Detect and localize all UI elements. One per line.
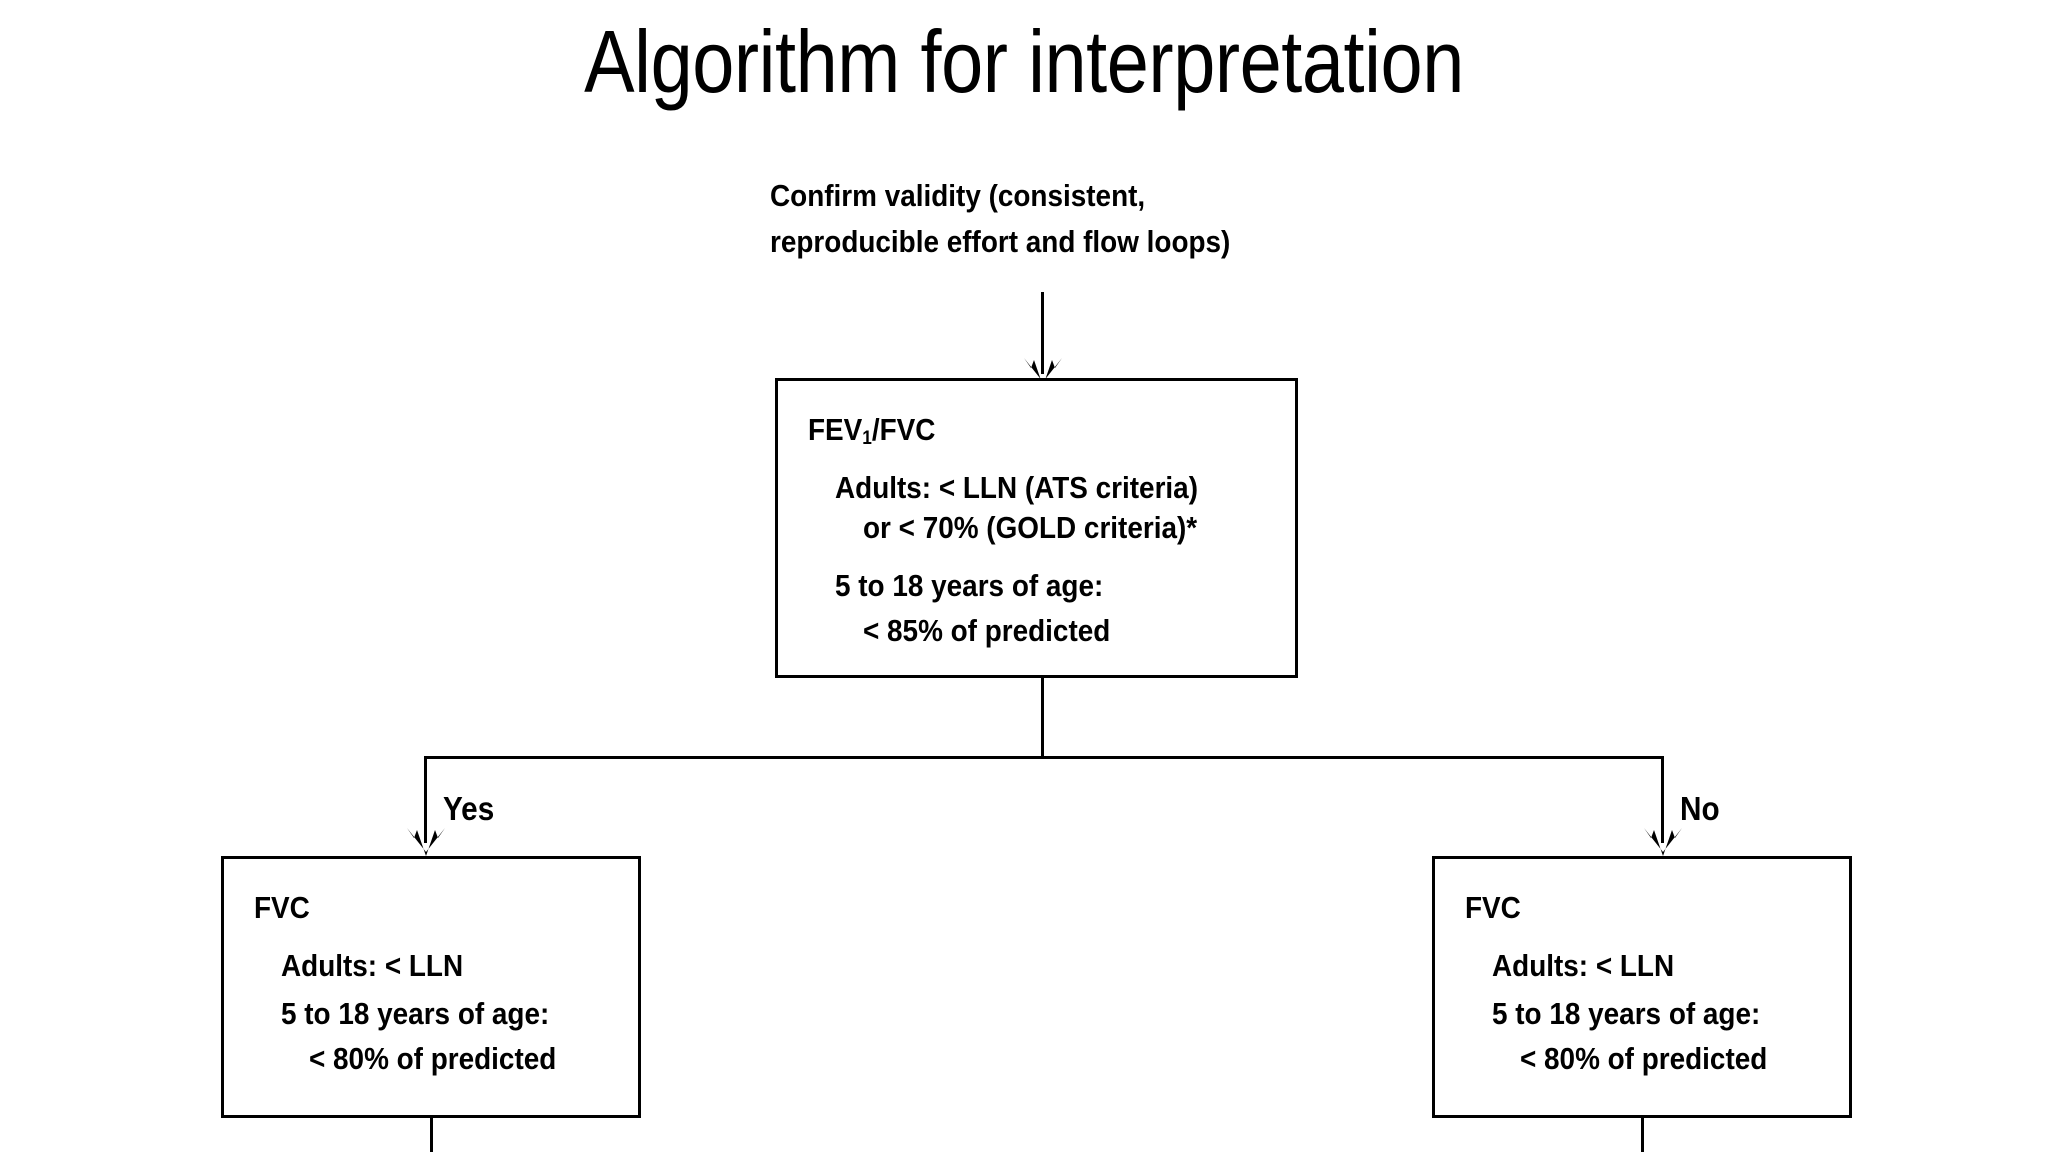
- intro-line-2: reproducible effort and flow loops): [770, 224, 1231, 259]
- decision-box-fev1-fvc: FEV1/FVC Adults: < LLN (ATS criteria) or…: [775, 378, 1298, 678]
- connector-right-box-down: [1641, 1118, 1644, 1152]
- decision-box-heading-subscript: 1: [862, 428, 872, 450]
- edge-label-yes: Yes: [443, 790, 495, 827]
- outcome-box-left-fvc: FVC Adults: < LLN 5 to 18 years of age: …: [221, 856, 641, 1118]
- connector-decision-stem: [1041, 678, 1044, 758]
- right-box-line-2: 5 to 18 years of age:: [1492, 996, 1761, 1031]
- edge-label-no: No: [1680, 790, 1720, 827]
- left-box-line-3: < 80% of predicted: [309, 1041, 557, 1076]
- right-box-line-3: < 80% of predicted: [1520, 1041, 1768, 1076]
- left-box-line-2: 5 to 18 years of age:: [281, 996, 550, 1031]
- right-box-heading: FVC: [1465, 890, 1521, 925]
- connector-intro-to-decision: [1041, 292, 1044, 374]
- connector-left-box-down: [430, 1118, 433, 1152]
- decision-box-line-1: Adults: < LLN (ATS criteria): [835, 470, 1198, 505]
- connector-yes-branch: [424, 756, 427, 843]
- page-title: Algorithm for interpretation: [584, 12, 1464, 111]
- left-box-line-1: Adults: < LLN: [281, 948, 464, 983]
- intro-text-block: Confirm validity (consistent, reproducib…: [770, 180, 1370, 272]
- decision-box-line-4: < 85% of predicted: [863, 613, 1111, 648]
- decision-box-heading: FEV1/FVC: [808, 412, 936, 450]
- decision-box-line-3: 5 to 18 years of age:: [835, 568, 1104, 603]
- right-box-line-1: Adults: < LLN: [1492, 948, 1675, 983]
- intro-line-1: Confirm validity (consistent,: [770, 178, 1146, 213]
- decision-box-line-2: or < 70% (GOLD criteria)*: [863, 510, 1198, 545]
- left-box-heading: FVC: [254, 890, 310, 925]
- connector-split-bar: [424, 756, 1664, 759]
- connector-no-branch: [1661, 756, 1664, 843]
- outcome-box-right-fvc: FVC Adults: < LLN 5 to 18 years of age: …: [1432, 856, 1852, 1118]
